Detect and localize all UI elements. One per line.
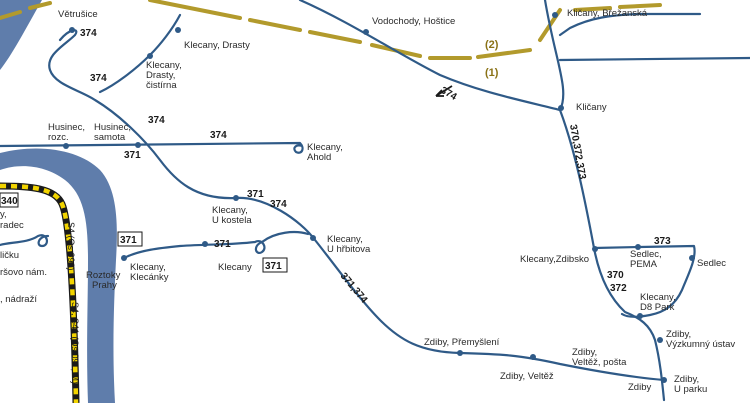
label-klecany-u-kostela: Klecany, U kostela (212, 205, 252, 226)
zone-label-2: (2) (485, 39, 499, 51)
label-zdiby-veltez-posta: Zdiby, Veltěž, pošta (572, 347, 627, 368)
label-roztoky-prahy: Roztoky Prahy (86, 270, 123, 291)
rail-labels: S4 (Os 091) S4, S41 (Os 091, M) (66, 222, 80, 384)
label-klecany-klecanky: Klecany, Klecánky (130, 262, 169, 283)
stop-vetrusice (69, 27, 75, 33)
label-klecany-zdibsko: Klecany,Zdibsko (520, 254, 589, 265)
zone-label-1: (1) (485, 67, 499, 79)
label-husinec-rozc: Husinec, rozc. (48, 122, 88, 143)
route-label-374-vetrusice: 374 (80, 28, 97, 39)
route-label-374-drasty: 374 (90, 73, 107, 84)
route-label-371-klecany: 371 (214, 239, 231, 250)
edge-label-4: ršovo nám. (0, 267, 47, 278)
vltava-river (0, 0, 117, 403)
stop-sedlec-pema (635, 244, 641, 250)
stop-drasty (175, 27, 181, 33)
route-label-370: 370 (607, 270, 624, 281)
label-klecany: Klecany (218, 262, 252, 273)
route-label-374-klecany: 374 (148, 115, 165, 126)
stop-klecany-u-kostela (233, 195, 239, 201)
label-klecany-u-hrbitova: Klecany, U hřbitova (327, 234, 371, 255)
route-label-374-husinec: 374 (210, 130, 227, 141)
route-label-370-372-373: 370,372,373 (567, 124, 588, 181)
label-sedlec-pema: Sedlec, PEMA (630, 249, 664, 270)
stop-husinec-samota (135, 142, 141, 148)
edge-label-3: ličku (0, 250, 19, 261)
label-klicany: Kličany (576, 102, 607, 113)
stop-zdiby-vyzkumny-ustav (657, 337, 663, 343)
stop-klecany-klecanky (121, 255, 127, 261)
route-label-374-kostel: 374 (270, 199, 287, 210)
label-klicany-brezanska: Kličany, Břežanská (567, 8, 648, 19)
stop-drasty-cistirna (147, 53, 153, 59)
label-husinec-samota: Husinec, samota (94, 122, 134, 143)
stop-klicany (558, 105, 564, 111)
box-route-340: 340 (1, 196, 18, 207)
route-label-373-sedlec: 373 (654, 236, 671, 247)
route-label-371-husinec: 371 (124, 150, 141, 161)
box-route-371-left: 371 (120, 235, 137, 246)
railway-line (0, 182, 80, 403)
rail-label-s4-upper: S4 (Os 091) (66, 222, 76, 271)
stop-klecany-d8-park (637, 313, 643, 319)
stop-klecany-u-hrbitova (310, 235, 316, 241)
edge-label-5: , nádraží (0, 294, 37, 305)
stop-zdiby-premysleni (457, 350, 463, 356)
label-vetrusice: Větrušice (58, 9, 98, 20)
edge-label-1: y, (0, 209, 7, 220)
boxed-route-labels: 371 371 340 (0, 192, 288, 273)
edge-labels: y, radec ličku ršovo nám. , nádraží (0, 209, 47, 305)
stop-husinec-rozc (63, 143, 69, 149)
label-zdiby: Zdiby (628, 382, 651, 393)
label-klecany-ahold: Klecany, Ahold (307, 142, 345, 163)
label-zdiby-vyzkumny-ustav: Zdiby, Výzkumný ústav (666, 329, 735, 350)
label-klecany-d8-park: Klecany, D8 Park (640, 292, 678, 313)
label-zdiby-u-parku: Zdiby, U parku (674, 374, 707, 395)
route-label-371-374-diag: 371,374 (338, 271, 370, 306)
label-klecany-drasty-cistirna: Klecany, Drasty, čistírna (146, 60, 184, 91)
stop-klecany-zdibsko (592, 246, 598, 252)
route-label-372: 372 (610, 283, 627, 294)
label-klecany-drasty: Klecany, Drasty (184, 40, 250, 51)
label-zdiby-veltez: Zdiby, Veltěž (500, 371, 554, 382)
rail-label-s4-lower: S4, S41 (Os 091, M) (70, 302, 80, 384)
stop-klecany (202, 241, 208, 247)
edge-label-2: radec (0, 220, 24, 231)
box-route-371-right: 371 (265, 261, 282, 272)
route-label-371-kostel: 371 (247, 189, 264, 200)
stop-zdiby (661, 377, 667, 383)
label-zdiby-premysleni: Zdiby, Přemyšlení (424, 337, 500, 348)
stop-zdiby-veltez (530, 354, 536, 360)
label-vodochody: Vodochody, Hoštice (372, 16, 455, 27)
label-sedlec: Sedlec (697, 258, 726, 269)
route-label-374-arrow: 374 (439, 85, 459, 103)
direction-arrow (435, 85, 453, 97)
stop-vodochody (363, 29, 369, 35)
stop-klicany-brezanska (552, 12, 558, 18)
stop-name-labels: Větrušice Klecany, Drasty Klecany, Drast… (48, 8, 735, 395)
stop-markers (63, 12, 695, 383)
stop-sedlec (689, 255, 695, 261)
zone-boundary (0, 0, 662, 60)
